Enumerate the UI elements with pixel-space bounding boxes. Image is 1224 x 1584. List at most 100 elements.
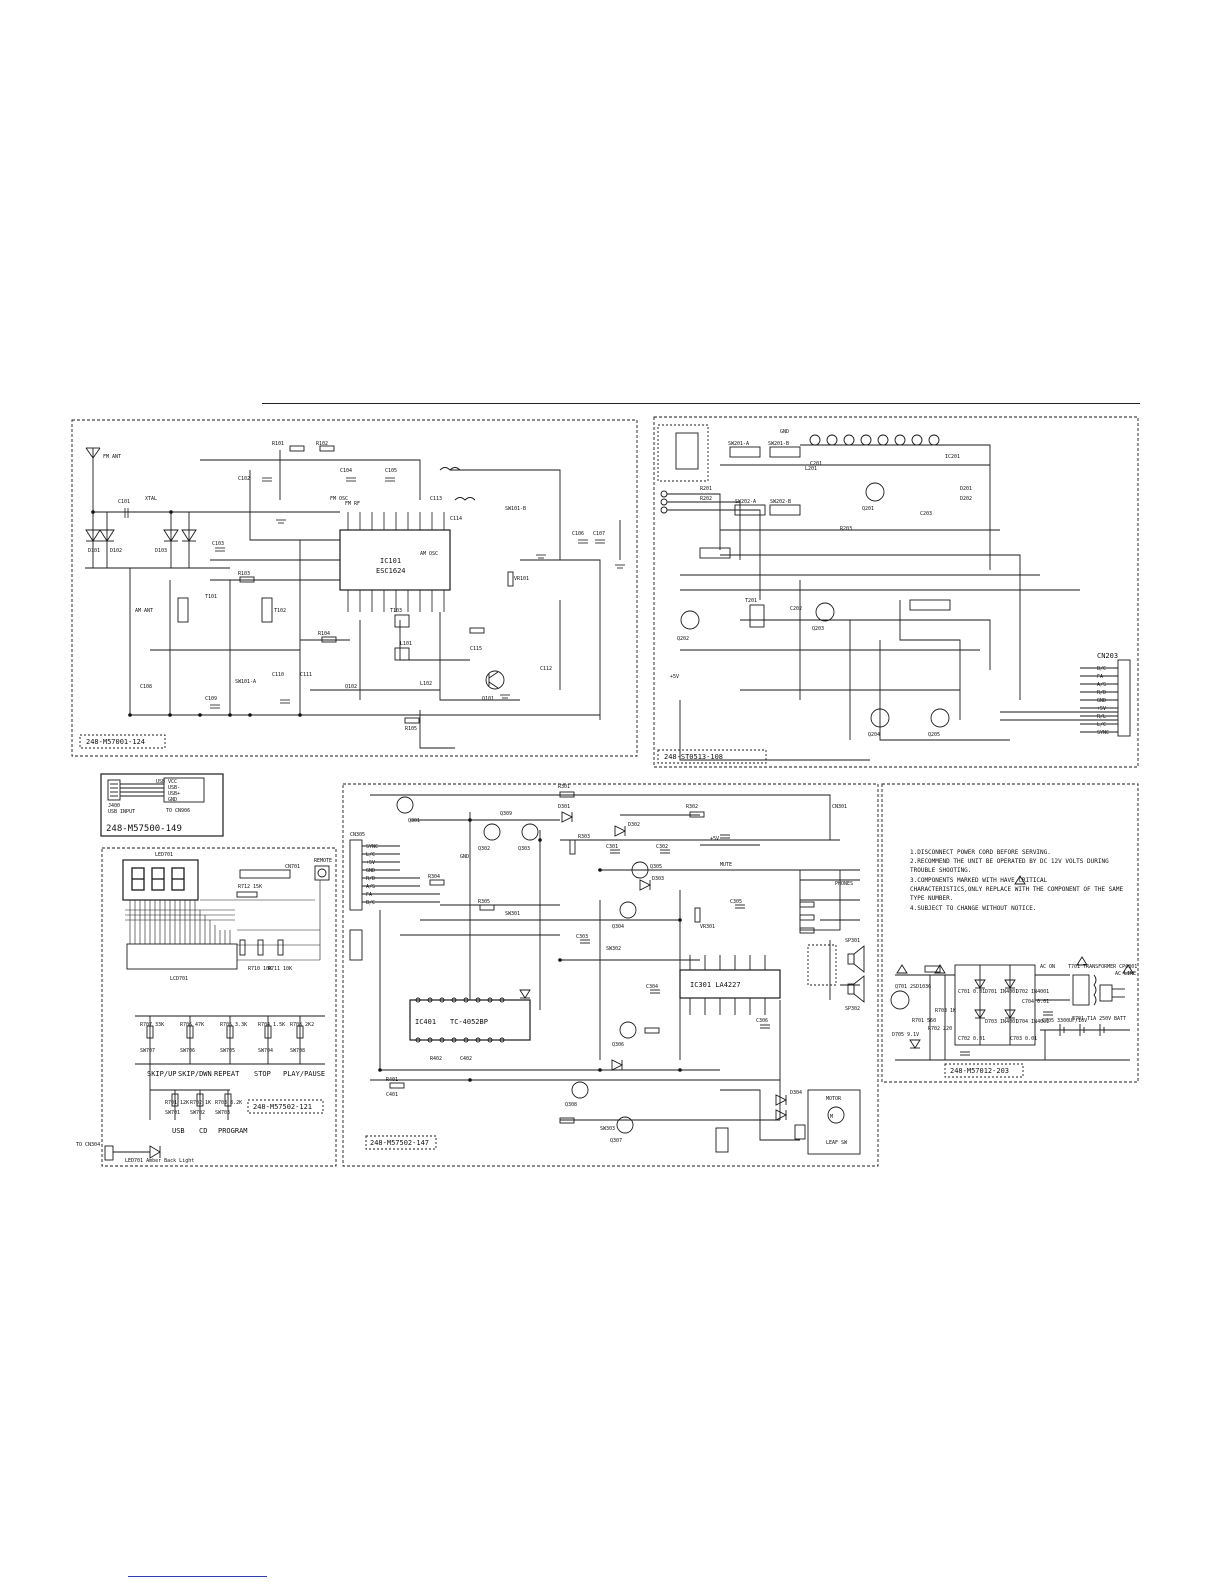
- power-diode: D702 IN4001: [1016, 989, 1049, 995]
- cn203-pin: GND: [1097, 698, 1106, 704]
- control-lbl: D202: [960, 496, 972, 502]
- display-res: R710 10K: [248, 966, 272, 972]
- main-lbl: Q302: [478, 846, 490, 852]
- control-lbl: L201: [805, 466, 817, 472]
- tuner-lbl: R104: [318, 631, 330, 637]
- main-lbl: C402: [460, 1056, 472, 1062]
- main-connector: [349, 839, 363, 911]
- tuner-lbl: D102: [110, 548, 122, 554]
- control-lbl: SW202-B: [770, 499, 791, 505]
- led-display-label: LED701: [155, 852, 173, 858]
- main-lbl: R303: [578, 834, 590, 840]
- amp-ic: [679, 969, 781, 999]
- cn203-pin: FA: [1097, 674, 1103, 680]
- main-lbl: R302: [686, 804, 698, 810]
- tuner-coils: [177, 467, 476, 661]
- power-board-id: 248-M57012-203: [950, 1067, 1009, 1075]
- tuner-lbl: L101: [400, 641, 412, 647]
- main-lbl: Q305: [650, 864, 662, 870]
- phones-label: PHONES: [835, 881, 853, 887]
- tuner-lbl: C112: [540, 666, 552, 672]
- control-lbl: T201: [745, 598, 757, 604]
- power-res: R702 220: [928, 1026, 952, 1032]
- display-connector: CN701: [285, 864, 300, 870]
- control-lbl: Q202: [677, 636, 689, 642]
- power-reg: Q701 2SD1036: [895, 984, 931, 990]
- main-lbl: D301: [558, 804, 570, 810]
- tuner-ic-part: ESC1624: [376, 567, 406, 575]
- key-program: PROGRAM: [218, 1127, 248, 1135]
- display-res: R711 10K: [268, 966, 292, 972]
- power-res: R703 1K: [935, 1008, 956, 1014]
- speaker-l-label: SP301: [845, 938, 860, 944]
- cn203-pin: A/S: [1097, 682, 1106, 688]
- main-lbl: GND: [460, 854, 469, 860]
- tuner-lbl: C114: [450, 516, 462, 522]
- power-batt: BATT: [1114, 1016, 1126, 1022]
- switch-res: R702 1K: [190, 1100, 211, 1106]
- led-display: [122, 859, 199, 901]
- usb-to-label: TO CN906: [166, 808, 190, 814]
- main-lbl: R305: [478, 899, 490, 905]
- usb-pin: USB VCC: [156, 779, 177, 785]
- main-lbl: C401: [386, 1092, 398, 1098]
- cn203-pin: R/L: [1097, 714, 1106, 720]
- main-lbl: R301: [558, 784, 570, 790]
- control-lbl: R201: [700, 486, 712, 492]
- key-stop: STOP: [254, 1070, 271, 1078]
- note-line: TYPE NUMBER.: [910, 895, 953, 902]
- lcd-module: [126, 943, 238, 970]
- main-lbl: SW301: [505, 911, 520, 917]
- main-lbl: Q308: [565, 1102, 577, 1108]
- display-board-id: 248-M57502-121: [253, 1103, 312, 1111]
- tuner-ic-label: IC101: [380, 557, 401, 565]
- power-diode: D701 IN4001: [985, 989, 1018, 995]
- power-ac-on: AC ON: [1040, 964, 1055, 970]
- main-lbl: R402: [430, 1056, 442, 1062]
- power-cap: C701 0.01: [958, 989, 985, 995]
- power-cap: C703 0.01: [1010, 1036, 1037, 1042]
- lcd-label: LCD701: [170, 976, 188, 982]
- main-board: CN305 SYNC L/C +5V GND R/D A/S FA B/C: [342, 783, 879, 1167]
- cassette-ic: [409, 999, 531, 1041]
- tuner-lbl: C111: [300, 672, 312, 678]
- ir-label: REMOTE: [314, 858, 332, 864]
- switch-res: R706 47K: [180, 1022, 204, 1028]
- cn203-pin: +5V: [1097, 706, 1106, 712]
- note-line: CHARACTERISTICS,ONLY REPLACE WITH THE CO…: [910, 886, 1124, 893]
- leaf-sw-label: LEAF SW: [826, 1140, 848, 1146]
- tuner-lbl: C107: [593, 531, 605, 537]
- cn305-pin: SYNC: [366, 844, 378, 850]
- tuner-lbl: T102: [274, 608, 286, 614]
- cn305-pin: B/C: [366, 900, 375, 906]
- main-lbl: D304: [790, 1090, 802, 1096]
- switch-id: SW708: [290, 1048, 305, 1054]
- ir-receiver-icon: [314, 865, 330, 881]
- tuner-lbl: C103: [212, 541, 224, 547]
- main-lbl: MUTE: [720, 862, 732, 868]
- warning-icon: [1014, 875, 1026, 885]
- control-lbl: Q204: [868, 732, 880, 738]
- control-lbl: SW201-B: [768, 441, 789, 447]
- usb-pin: USB-: [168, 785, 180, 791]
- usb-pin: GND: [168, 797, 177, 803]
- switch-res: R703 8.2K: [215, 1100, 242, 1106]
- antenna-label: FM ANT: [103, 454, 121, 460]
- switch-res: R701 12K: [165, 1100, 189, 1106]
- tuner-lbl: C102: [238, 476, 250, 482]
- switch-id: SW707: [140, 1048, 155, 1054]
- tuner-lbl: FM RF: [345, 501, 360, 507]
- usb-jack: J400: [108, 803, 120, 809]
- main-lbl: Q309: [500, 811, 512, 817]
- tuner-lbl: C104: [340, 468, 352, 474]
- main-lbl: C306: [756, 1018, 768, 1024]
- key-usb: USB: [172, 1127, 185, 1135]
- switch-id: SW704: [258, 1048, 273, 1054]
- footer-link-underline: [128, 1576, 267, 1577]
- tuner-board: FM ANT: [71, 419, 638, 757]
- control-lbl: C202: [790, 606, 802, 612]
- tuner-lbl: SW101-B: [505, 506, 526, 512]
- cn305-pin: R/D: [366, 876, 375, 882]
- cn203-pin: L/C: [1097, 722, 1106, 728]
- control-lbl: SW202-A: [735, 499, 756, 505]
